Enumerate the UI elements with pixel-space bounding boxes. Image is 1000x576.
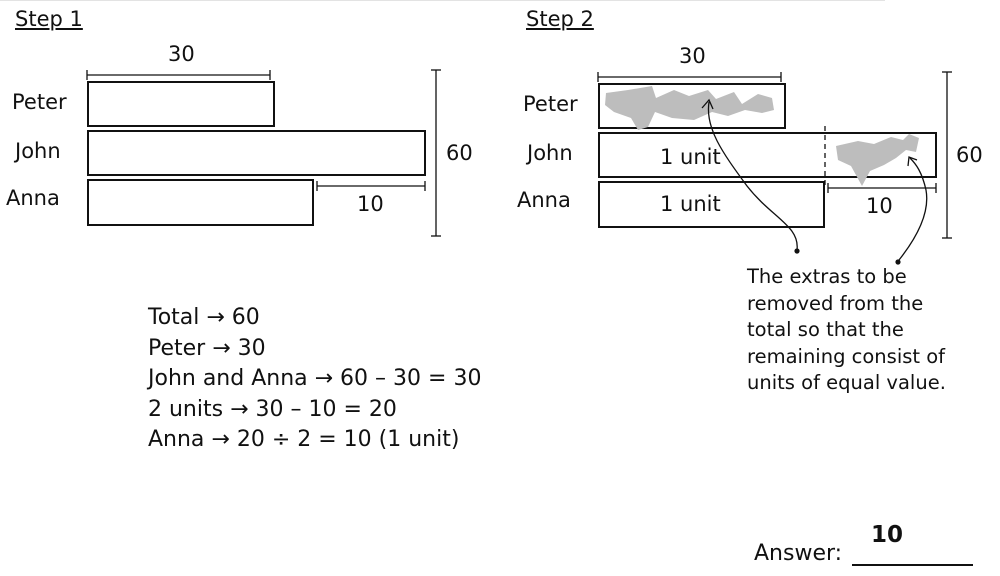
top-divider <box>0 0 885 1</box>
step2-anna-label: Anna <box>517 188 571 212</box>
note-line: remaining consist of <box>747 344 946 368</box>
step2-john-label: John <box>527 141 573 165</box>
step2-side-measure-label: 60 <box>956 143 983 167</box>
note-line: total so that the <box>747 318 904 341</box>
step2-top-measure-label: 30 <box>679 44 706 68</box>
step1-peter-label: Peter <box>12 90 67 114</box>
step2-anna-unit-label: 1 unit <box>660 192 721 216</box>
step1-peter-bar <box>87 81 275 127</box>
step2-peter-label: Peter <box>523 92 578 116</box>
note-line: The extras to be <box>747 265 907 288</box>
answer-label: Answer: <box>754 541 843 566</box>
john-annotation-arrow <box>898 157 928 261</box>
step2-title: Step 2 <box>526 7 594 31</box>
answer-underline <box>852 564 973 566</box>
step1-top-measure-label: 30 <box>168 42 195 66</box>
step1-anna-label: Anna <box>6 186 60 210</box>
step2-john-unit-label: 1 unit <box>660 145 721 169</box>
note-line: units of equal value. <box>747 371 946 394</box>
peter-arrow-dot <box>794 248 800 254</box>
calc-line: Anna → 20 ÷ 2 = 10 (1 unit) <box>148 427 460 452</box>
note-line: removed from the <box>747 291 924 315</box>
step1-diff-measure-label: 10 <box>357 192 384 216</box>
calc-line: Total → 60 <box>148 305 260 330</box>
john-extra-shading <box>836 134 919 186</box>
answer-value: 10 <box>870 522 903 548</box>
step2-explanation-note: The extras to be removed from the total … <box>747 264 946 397</box>
calculation-steps: Total → 60 Peter → 30 John and Anna → 60… <box>148 303 481 456</box>
step1-john-bar <box>87 130 426 176</box>
calc-line: Peter → 30 <box>148 335 266 361</box>
step1-john-label: John <box>15 139 61 163</box>
peter-extra-shading <box>605 86 774 130</box>
step2-anna-bar <box>598 181 825 228</box>
peter-annotation-arrow <box>707 101 798 251</box>
step1-side-measure-label: 60 <box>446 141 473 165</box>
step1-title: Step 1 <box>15 7 83 31</box>
john-arrow-dot <box>895 259 901 265</box>
peter-arrow-head <box>701 98 714 110</box>
calc-line: 2 units → 30 – 10 = 20 <box>148 396 397 422</box>
step1-anna-bar <box>87 179 314 226</box>
calc-line: John and Anna → 60 – 30 = 30 <box>148 366 482 391</box>
john-arrow-head <box>907 156 918 167</box>
step2-diff-measure-label: 10 <box>866 194 893 218</box>
